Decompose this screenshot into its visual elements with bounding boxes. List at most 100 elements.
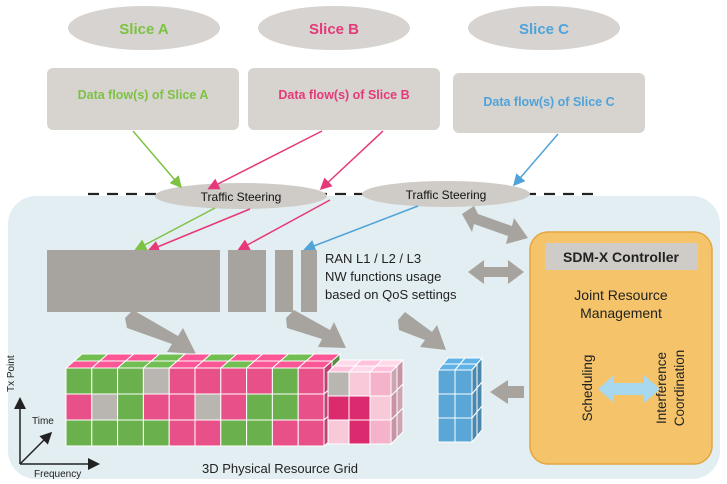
traffic-steering-1-label: Traffic Steering xyxy=(201,190,282,204)
resource-grid-large-cell xyxy=(117,393,144,421)
resource-grid-pink-cell xyxy=(327,371,350,397)
resource-grid-pink-cell xyxy=(327,419,350,445)
resource-grid-large-cell xyxy=(142,419,170,447)
resource-grid-large-cell xyxy=(246,419,273,447)
resource-grid-pink-cell xyxy=(348,371,371,397)
coordination-label: Coordination xyxy=(672,350,687,427)
time-axis xyxy=(19,431,53,465)
ran-bar-3 xyxy=(275,250,293,312)
resource-grid-large-cell xyxy=(91,367,119,395)
joint-resource-line1: Joint Resource xyxy=(574,287,668,303)
resource-grid-large-cell xyxy=(117,367,144,395)
resource-grid-large-cell xyxy=(220,419,248,447)
resource-grid-large-cell xyxy=(142,367,170,395)
data-flow-c-label: Data flow(s) of Slice C xyxy=(483,95,614,109)
slice-c-label: Slice C xyxy=(519,21,569,38)
arrow-steer-b1 xyxy=(147,208,251,253)
resource-grid-pink-cell xyxy=(348,395,371,421)
double-arrow-steering-controller xyxy=(462,206,528,244)
resource-grid-pink-side-cell xyxy=(396,406,404,440)
resource-grid-large-cell xyxy=(117,419,144,447)
arrow-controller-grid xyxy=(490,380,524,404)
ran-text-line3: based on QoS settings xyxy=(325,287,457,302)
resource-grid-large-cell xyxy=(220,393,248,421)
grid-label: 3D Physical Resource Grid xyxy=(202,461,358,476)
gray-arrows xyxy=(125,206,528,404)
resource-grid-pink-side-cell xyxy=(390,412,398,446)
tx-point-label: Tx Point xyxy=(6,355,17,392)
resource-grid-pink-cell xyxy=(369,419,392,445)
double-arrow-ran-controller xyxy=(468,260,524,284)
arrow-bar1-grid xyxy=(125,310,196,354)
resource-grid-blue-cell xyxy=(454,369,473,395)
resource-grid-large-cell xyxy=(246,393,273,421)
resource-grid-blue-cell xyxy=(437,369,456,395)
resource-grid-large-cell xyxy=(271,419,299,447)
resource-grid-pink-cell xyxy=(369,395,392,421)
joint-resource-line2: Management xyxy=(580,305,662,321)
ran-text-line2: NW functions usage xyxy=(325,269,441,284)
resource-grid-large-cell xyxy=(220,367,248,395)
resource-grid-large-cell xyxy=(271,393,299,421)
resource-grid-large-cell xyxy=(297,393,325,421)
resource-grid-blue-side-cell xyxy=(476,404,483,438)
scheduling-label: Scheduling xyxy=(580,355,595,422)
resource-grid-large-cell xyxy=(194,393,222,421)
resource-grid-pink-cell xyxy=(327,395,350,421)
data-flow-a-label: Data flow(s) of Slice A xyxy=(78,88,209,102)
slice-a-label: Slice A xyxy=(119,21,169,38)
data-flow-c-box: Data flow(s) of Slice C xyxy=(453,73,645,133)
resource-grid-large-cell xyxy=(65,367,93,395)
slice-b-label: Slice B xyxy=(309,21,359,38)
slice-c-ellipse: Slice C xyxy=(468,6,620,50)
arrow-steer-b2 xyxy=(237,199,331,251)
ran-bar-4 xyxy=(301,250,317,312)
resource-grids xyxy=(64,352,484,448)
traffic-steering-1: Traffic Steering xyxy=(155,183,327,209)
resource-grid-large-cell xyxy=(194,419,222,447)
axes: Tx Point Time Frequency xyxy=(6,355,100,480)
arrow-flow-b1 xyxy=(207,130,323,190)
resource-grid-blue-cell xyxy=(454,417,473,443)
resource-grid-pink-cell xyxy=(348,419,371,445)
ran-bar-2 xyxy=(228,250,266,312)
ran-text-line1: RAN L1 / L2 / L3 xyxy=(325,251,421,266)
resource-grid-large-cell xyxy=(246,367,273,395)
arrow-bar2-grid xyxy=(286,310,346,348)
resource-grid-blue-cell xyxy=(437,393,456,419)
sdm-x-controller: SDM-X Controller Joint Resource Manageme… xyxy=(529,231,713,465)
resource-grid-large-cell xyxy=(65,393,93,421)
resource-grid-large-cell xyxy=(297,367,325,395)
resource-grid-large-cell xyxy=(194,367,222,395)
arrow-steer-c xyxy=(303,205,419,252)
resource-grid-large-cell xyxy=(65,419,93,447)
resource-grid-large-cell xyxy=(297,419,325,447)
ran-bar-1 xyxy=(47,250,220,312)
arrow-flow-c xyxy=(513,133,559,187)
resource-grid-large-cell xyxy=(142,393,170,421)
traffic-steering-2: Traffic Steering xyxy=(362,181,530,207)
time-label: Time xyxy=(32,416,54,427)
resource-grid-pink-cell xyxy=(369,371,392,397)
frequency-label: Frequency xyxy=(34,469,81,480)
interference-label: Interference xyxy=(654,352,669,424)
resource-grid-large-cell xyxy=(91,393,119,421)
resource-grid-large-cell xyxy=(168,419,196,447)
controller-title: SDM-X Controller xyxy=(563,249,679,265)
slice-b-ellipse: Slice B xyxy=(258,6,410,50)
resource-grid-blue-cell xyxy=(437,417,456,443)
data-flow-b-label: Data flow(s) of Slice B xyxy=(278,88,409,102)
data-flow-a-box: Data flow(s) of Slice A xyxy=(47,68,239,130)
resource-grid-large-cell xyxy=(271,367,299,395)
slice-a-ellipse: Slice A xyxy=(68,6,220,50)
traffic-steering-2-label: Traffic Steering xyxy=(406,188,487,202)
arrow-flow-a xyxy=(132,130,182,189)
resource-grid-blue-side-cell xyxy=(471,410,478,444)
arrow-bar3-grid xyxy=(398,312,446,350)
resource-grid-blue-cell xyxy=(454,393,473,419)
arrow-flow-b2 xyxy=(319,130,384,191)
data-flow-b-box: Data flow(s) of Slice B xyxy=(248,68,440,130)
resource-grid-large-cell xyxy=(91,419,119,447)
light-blue-double-arrow xyxy=(598,375,660,403)
